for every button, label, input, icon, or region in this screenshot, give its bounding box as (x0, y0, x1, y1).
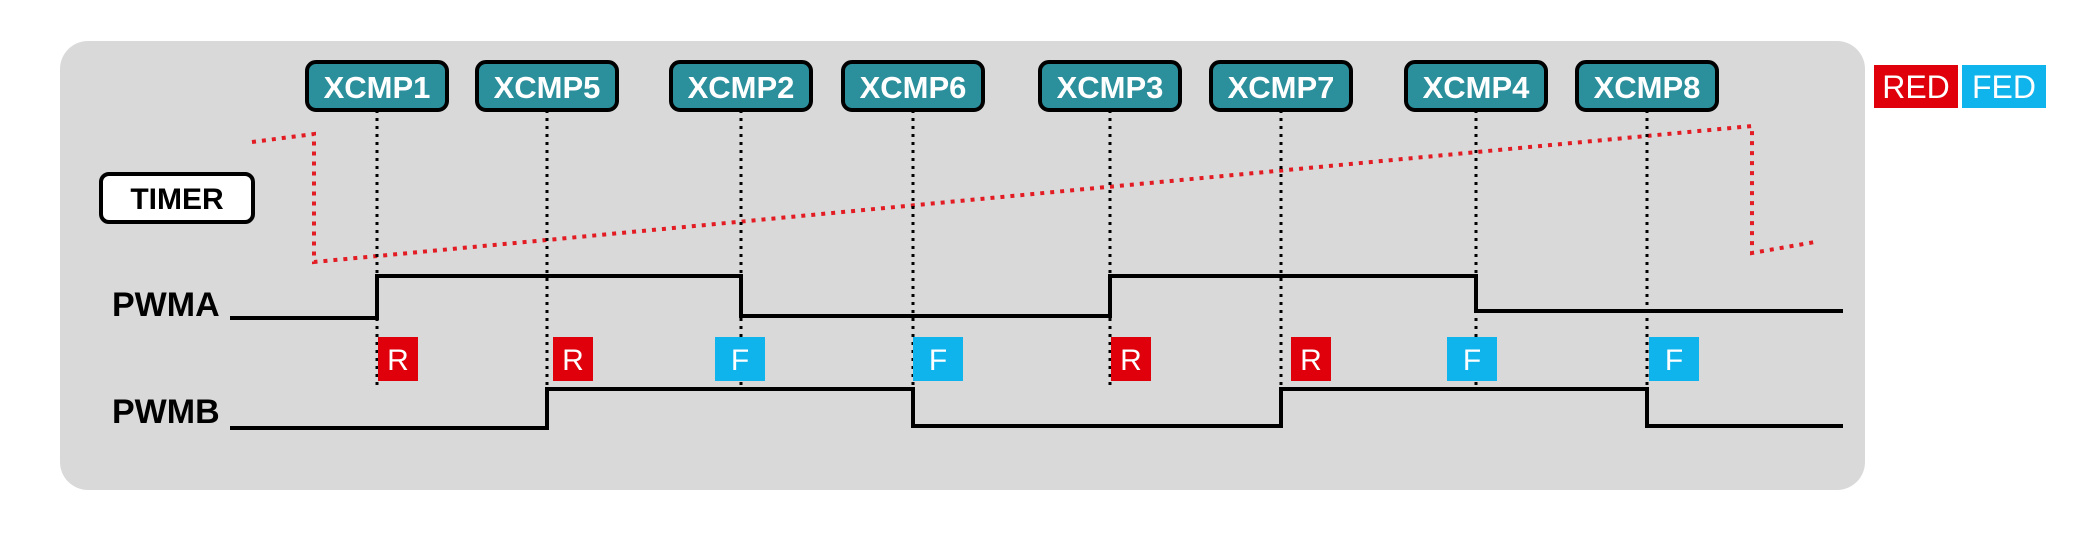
edge-marker-falling: F (715, 337, 765, 381)
edge-marker-falling: F (1649, 337, 1699, 381)
compare-tag-label: XCMP8 (1594, 70, 1701, 105)
edge-marker-falling: F (1447, 337, 1497, 381)
pwma-waveform (230, 274, 1843, 320)
edge-marker-label: F (929, 344, 947, 377)
legend: RED FED (1874, 65, 2046, 108)
legend-fed-box (1962, 65, 2046, 108)
edge-marker-rising: R (1111, 337, 1151, 381)
compare-tag-label: XCMP3 (1057, 70, 1164, 105)
compare-tag-label: XCMP2 (688, 70, 795, 105)
edge-marker-label: R (1120, 344, 1142, 377)
pwmb-waveform (230, 387, 1843, 430)
compare-tag-label: XCMP5 (494, 70, 601, 105)
edge-marker-falling: F (913, 337, 963, 381)
diagram-panel (60, 41, 1865, 490)
compare-tag-label: XCMP6 (860, 70, 967, 105)
signal-label-pwmb: PWMB (112, 393, 220, 431)
compare-tag-xcmp8: XCMP8 (1575, 60, 1719, 112)
timer-label-box: TIMER (99, 172, 255, 224)
edge-marker-label: F (1463, 344, 1481, 377)
compare-tag-label: XCMP1 (324, 70, 431, 105)
compare-tag-label: XCMP7 (1228, 70, 1335, 105)
compare-tag-xcmp4: XCMP4 (1404, 60, 1548, 112)
edge-marker-label: R (1300, 344, 1322, 377)
compare-tag-xcmp2: XCMP2 (669, 60, 813, 112)
compare-tag-xcmp5: XCMP5 (475, 60, 619, 112)
legend-red-box (1874, 65, 1958, 108)
signal-label-pwma: PWMA (112, 286, 220, 324)
edge-marker-label: R (562, 344, 584, 377)
timer-label: TIMER (130, 183, 224, 216)
edge-marker-rising: R (1291, 337, 1331, 381)
compare-tag-xcmp1: XCMP1 (305, 60, 449, 112)
compare-tag-xcmp7: XCMP7 (1209, 60, 1353, 112)
edge-marker-rising: R (553, 337, 593, 381)
timer-ramp (251, 123, 1816, 265)
edge-marker-label: R (387, 344, 409, 377)
edge-marker-label: F (1665, 344, 1683, 377)
compare-tag-xcmp6: XCMP6 (841, 60, 985, 112)
legend-fed-label: FED (1972, 69, 2036, 105)
legend-red-label: RED (1882, 69, 1950, 105)
compare-tag-label: XCMP4 (1423, 70, 1531, 105)
edge-marker-label: F (731, 344, 749, 377)
edge-marker-rising: R (378, 337, 418, 381)
compare-tag-xcmp3: XCMP3 (1038, 60, 1182, 112)
